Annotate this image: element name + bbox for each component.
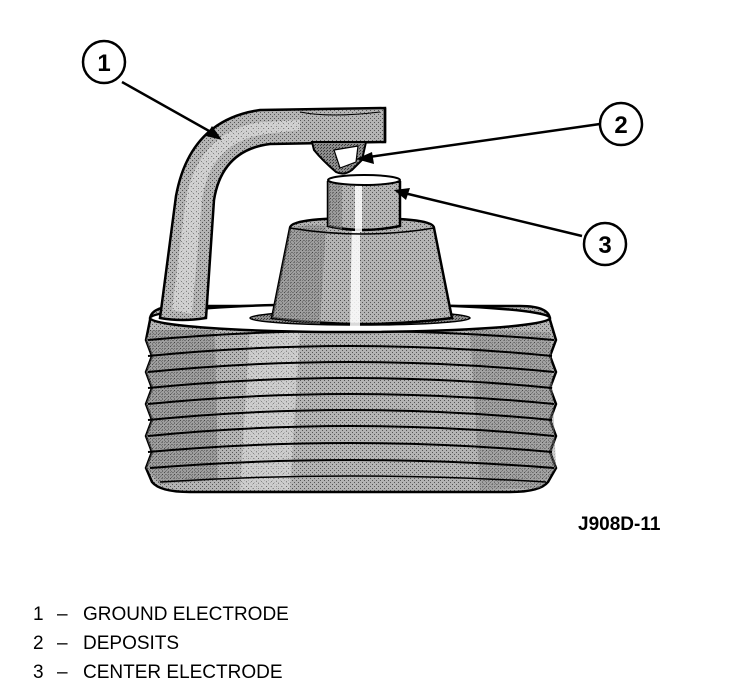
legend-item: 3–CENTER ELECTRODE [33,661,289,690]
center-electrode [328,175,400,232]
legend-item-number: 2 [33,632,57,656]
legend-item: 2–DEPOSITS [33,632,289,661]
callout-2: 2 [600,103,642,145]
figure-id: J908D-11 [578,514,660,536]
legend: 1–GROUND ELECTRODE 2–DEPOSITS 3–CENTER E… [33,603,289,690]
legend-item: 1–GROUND ELECTRODE [33,603,289,632]
spark-plug-illustration: 1 2 3 [0,0,736,560]
callout-3: 3 [584,223,626,265]
legend-item-label: GROUND ELECTRODE [83,604,289,625]
legend-item-label: CENTER ELECTRODE [83,662,283,683]
legend-item-separator: – [57,661,83,685]
legend-item-separator: – [57,632,83,656]
callout-1: 1 [83,41,125,83]
insulator [272,218,452,326]
legend-item-number: 1 [33,603,57,627]
callout-1-number: 1 [97,50,110,77]
callout-2-number: 2 [614,112,627,139]
deposits [312,142,366,174]
legend-item-separator: – [57,603,83,627]
legend-item-number: 3 [33,661,57,685]
callout-3-number: 3 [598,232,611,259]
legend-item-label: DEPOSITS [83,633,179,654]
threaded-shell [146,304,556,492]
